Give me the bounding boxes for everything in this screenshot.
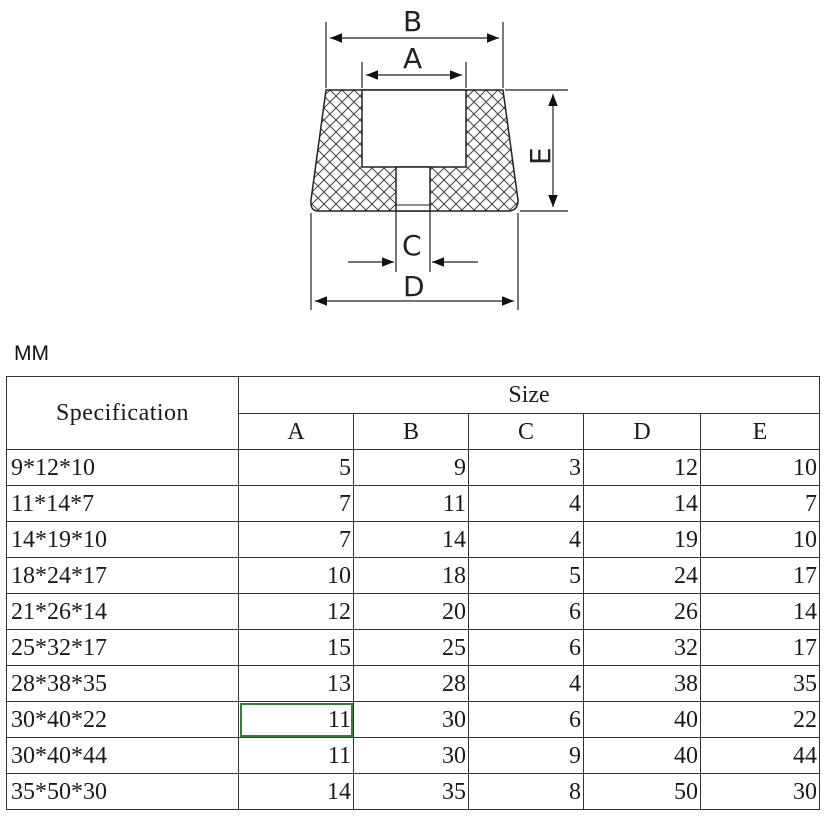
column-header-e: E: [699, 413, 821, 450]
size-cell-d[interactable]: 12: [583, 449, 701, 486]
size-cell-a[interactable]: 11: [238, 701, 354, 738]
size-cell-d[interactable]: 32: [583, 629, 701, 666]
size-cell-d[interactable]: 40: [583, 737, 701, 774]
size-cell-c[interactable]: 6: [468, 629, 584, 666]
dimension-c: C: [348, 211, 478, 272]
size-cell-d[interactable]: 24: [583, 557, 701, 594]
size-cell-b[interactable]: 30: [353, 701, 469, 738]
label-c: C: [402, 229, 422, 262]
size-cell-e[interactable]: 22: [699, 701, 821, 738]
specification-cell[interactable]: 25*32*17: [6, 629, 239, 666]
size-cell-b[interactable]: 28: [353, 665, 469, 702]
size-cell-a[interactable]: 5: [238, 449, 354, 486]
column-header-a: A: [238, 413, 354, 450]
size-cell-b[interactable]: 30: [353, 737, 469, 774]
label-b: B: [403, 5, 422, 38]
specification-cell[interactable]: 18*24*17: [6, 557, 239, 594]
bumper-cross-section-diagram: B A E C D: [310, 5, 568, 310]
size-cell-c[interactable]: 6: [468, 701, 584, 738]
size-cell-b[interactable]: 35: [353, 773, 469, 810]
specification-cell[interactable]: 9*12*10: [6, 449, 239, 486]
unit-label: MM: [14, 342, 49, 365]
size-cell-e[interactable]: 17: [699, 629, 821, 666]
dimension-a: A: [361, 42, 467, 88]
size-cell-e[interactable]: 10: [699, 449, 821, 486]
label-e: E: [524, 147, 557, 165]
size-cell-c[interactable]: 3: [468, 449, 584, 486]
size-cell-a[interactable]: 7: [238, 521, 354, 558]
size-cell-e[interactable]: 17: [699, 557, 821, 594]
size-cell-a[interactable]: 11: [238, 737, 354, 774]
size-cell-e[interactable]: 35: [699, 665, 821, 702]
size-cell-e[interactable]: 7: [699, 485, 821, 522]
size-cell-b[interactable]: 25: [353, 629, 469, 666]
column-header-c: C: [468, 413, 584, 450]
size-cell-c[interactable]: 4: [468, 485, 584, 522]
size-cell-c[interactable]: 6: [468, 593, 584, 630]
size-cell-a[interactable]: 15: [238, 629, 354, 666]
size-cell-d[interactable]: 26: [583, 593, 701, 630]
label-d: D: [403, 270, 425, 303]
size-cell-a[interactable]: 13: [238, 665, 354, 702]
size-cell-d[interactable]: 19: [583, 521, 701, 558]
size-cell-d[interactable]: 50: [583, 773, 701, 810]
specification-cell[interactable]: 21*26*14: [6, 593, 239, 630]
size-cell-d[interactable]: 14: [583, 485, 701, 522]
dimension-d: D: [310, 213, 519, 310]
size-header: Size: [237, 376, 821, 414]
specification-cell[interactable]: 11*14*7: [6, 485, 239, 522]
hole-a: [361, 89, 467, 168]
size-cell-b[interactable]: 9: [353, 449, 469, 486]
size-cell-a[interactable]: 14: [238, 773, 354, 810]
label-a: A: [403, 42, 422, 75]
column-header-d: D: [583, 413, 701, 450]
size-cell-e[interactable]: 10: [699, 521, 821, 558]
size-cell-c[interactable]: 8: [468, 773, 584, 810]
size-cell-c[interactable]: 5: [468, 557, 584, 594]
size-cell-b[interactable]: 11: [353, 485, 469, 522]
size-cell-d[interactable]: 40: [583, 701, 701, 738]
size-cell-e[interactable]: 44: [699, 737, 821, 774]
size-cell-a[interactable]: 10: [238, 557, 354, 594]
size-cell-b[interactable]: 18: [353, 557, 469, 594]
dimension-b: B: [325, 5, 504, 88]
specification-cell[interactable]: 30*40*44: [6, 737, 239, 774]
specification-cell[interactable]: 30*40*22: [6, 701, 239, 738]
size-cell-a[interactable]: 7: [238, 485, 354, 522]
size-cell-b[interactable]: 20: [353, 593, 469, 630]
hole-c: [395, 166, 431, 212]
specification-cell[interactable]: 14*19*10: [6, 521, 239, 558]
specification-header: Specification: [6, 376, 239, 450]
size-cell-b[interactable]: 14: [353, 521, 469, 558]
size-cell-c[interactable]: 4: [468, 521, 584, 558]
size-cell-e[interactable]: 30: [699, 773, 821, 810]
size-cell-d[interactable]: 38: [583, 665, 701, 702]
specification-cell[interactable]: 28*38*35: [6, 665, 239, 702]
size-cell-c[interactable]: 9: [468, 737, 584, 774]
size-cell-c[interactable]: 4: [468, 665, 584, 702]
size-cell-a[interactable]: 12: [238, 593, 354, 630]
size-cell-e[interactable]: 14: [699, 593, 821, 630]
column-header-b: B: [353, 413, 469, 450]
dimension-e: E: [505, 89, 568, 212]
specification-cell[interactable]: 35*50*30: [6, 773, 239, 810]
